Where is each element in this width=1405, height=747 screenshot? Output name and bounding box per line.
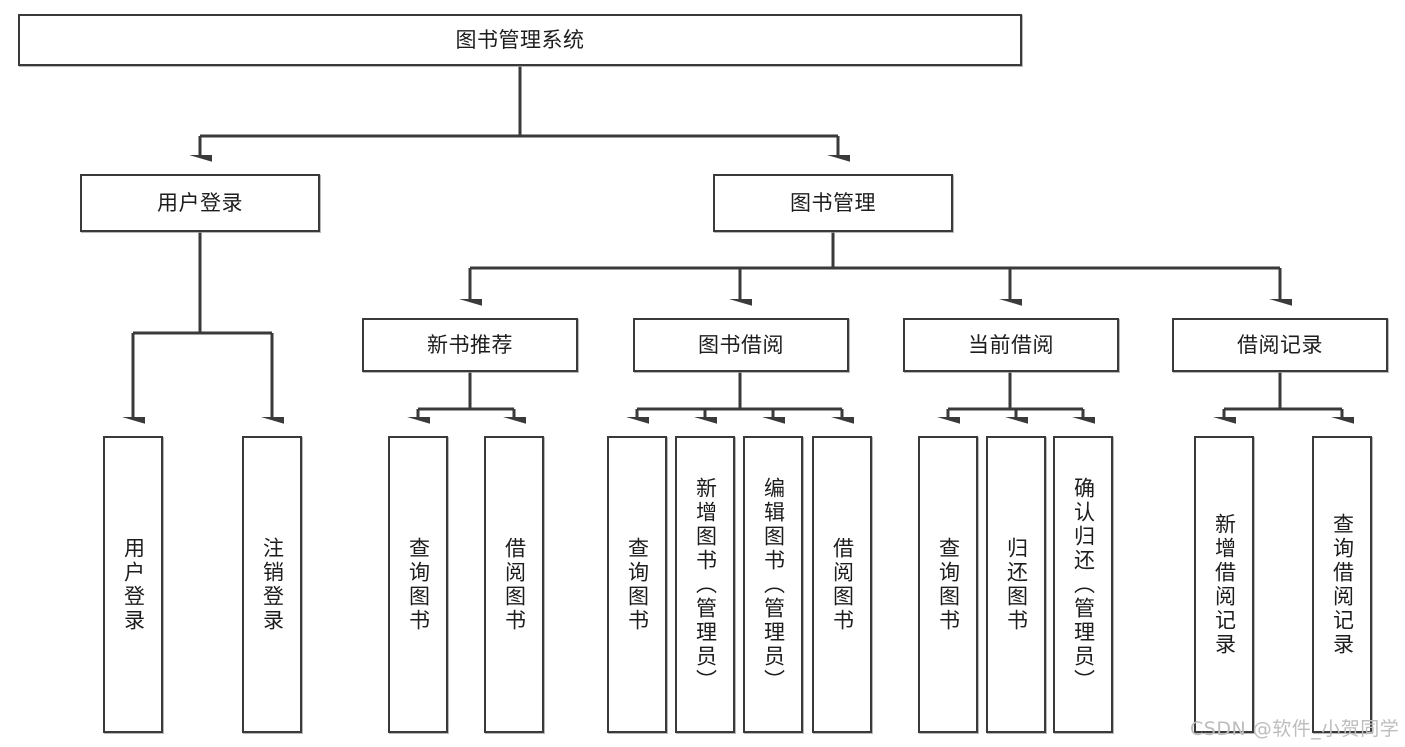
node-leaf-confirm-return-label: 确认归还（管理员） (1071, 476, 1096, 693)
node-current-borrow-label: 当前借阅 (968, 332, 1054, 357)
node-root[interactable]: 图书管理系统 (18, 14, 1022, 66)
node-leaf-return-book-label: 归还图书 (1004, 536, 1029, 633)
node-leaf-add-book[interactable]: 新增图书（管理员） (675, 436, 735, 733)
node-leaf-query-record-label: 查询借阅记录 (1330, 512, 1355, 657)
node-leaf-borrow-book-1[interactable]: 借阅图书 (484, 436, 544, 733)
node-book-manage[interactable]: 图书管理 (713, 174, 953, 232)
node-book-borrow[interactable]: 图书借阅 (633, 318, 849, 372)
node-new-book-recommend-label: 新书推荐 (427, 332, 513, 357)
node-root-label: 图书管理系统 (455, 27, 585, 52)
node-leaf-return-book[interactable]: 归还图书 (986, 436, 1046, 733)
node-new-book-recommend[interactable]: 新书推荐 (362, 318, 578, 372)
node-leaf-query-book-1-label: 查询图书 (406, 536, 431, 633)
node-leaf-add-record[interactable]: 新增借阅记录 (1194, 436, 1254, 733)
node-leaf-query-book-3-label: 查询图书 (936, 536, 961, 633)
node-leaf-user-login-label: 用户登录 (121, 536, 146, 633)
node-leaf-confirm-return[interactable]: 确认归还（管理员） (1053, 436, 1113, 733)
node-leaf-add-book-label: 新增图书（管理员） (693, 476, 718, 693)
node-leaf-query-book-3[interactable]: 查询图书 (918, 436, 978, 733)
node-leaf-query-record[interactable]: 查询借阅记录 (1312, 436, 1372, 733)
node-borrow-record[interactable]: 借阅记录 (1172, 318, 1388, 372)
node-leaf-user-login[interactable]: 用户登录 (103, 436, 163, 733)
node-leaf-add-record-label: 新增借阅记录 (1212, 512, 1237, 657)
node-user-login[interactable]: 用户登录 (80, 174, 320, 232)
node-leaf-query-book-2-label: 查询图书 (625, 536, 650, 633)
node-borrow-record-label: 借阅记录 (1237, 332, 1323, 357)
node-leaf-query-book-2[interactable]: 查询图书 (607, 436, 667, 733)
node-book-manage-label: 图书管理 (790, 190, 876, 215)
node-leaf-borrow-book-1-label: 借阅图书 (502, 536, 527, 633)
node-leaf-logout-label: 注销登录 (260, 536, 285, 633)
node-book-borrow-label: 图书借阅 (698, 332, 784, 357)
node-leaf-query-book-1[interactable]: 查询图书 (388, 436, 448, 733)
node-leaf-logout[interactable]: 注销登录 (242, 436, 302, 733)
node-leaf-borrow-book-2-label: 借阅图书 (830, 536, 855, 633)
node-leaf-borrow-book-2[interactable]: 借阅图书 (812, 436, 872, 733)
node-current-borrow[interactable]: 当前借阅 (903, 318, 1119, 372)
node-leaf-edit-book-label: 编辑图书（管理员） (761, 476, 786, 693)
node-leaf-edit-book[interactable]: 编辑图书（管理员） (743, 436, 803, 733)
node-user-login-label: 用户登录 (157, 190, 243, 215)
